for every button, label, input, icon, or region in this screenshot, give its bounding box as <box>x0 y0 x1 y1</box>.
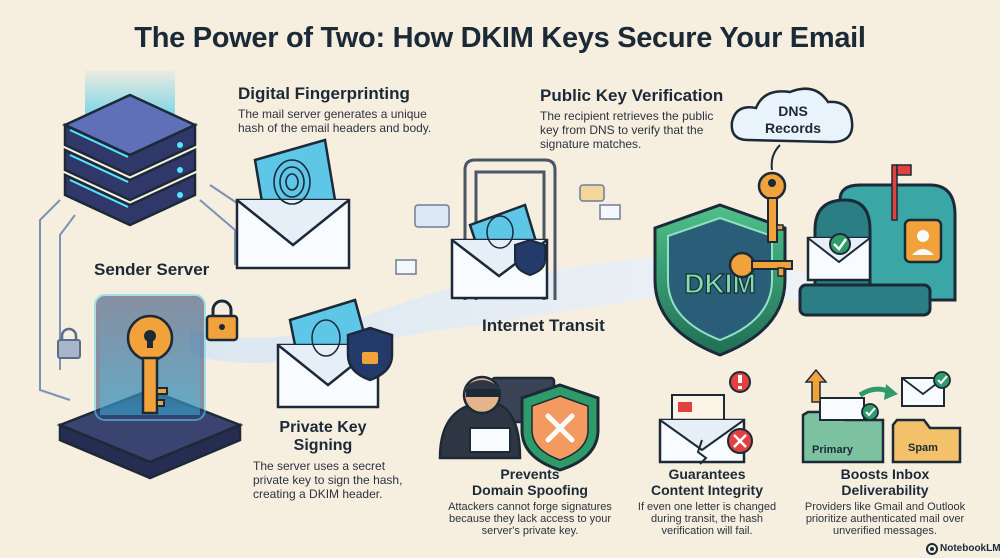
envelope-icon <box>235 138 351 270</box>
private-key-section: Private Key Signing The server uses a se… <box>253 419 423 501</box>
verification-text-line: The recipient retrieves the public <box>540 109 714 123</box>
verification-heading: Public Key Verification <box>540 86 724 105</box>
check-icon <box>829 233 851 255</box>
internet-transit-label: Internet Transit <box>482 316 605 335</box>
notebooklm-logo-icon <box>926 543 938 555</box>
fingerprinting-text-line: hash of the email headers and body. <box>238 121 432 135</box>
fingerprinting-heading: Digital Fingerprinting <box>238 84 410 103</box>
check-icon <box>933 371 951 389</box>
dns-label-line: Records <box>764 120 822 136</box>
verification-section: Public Key Verification The recipient re… <box>540 86 740 151</box>
benefit-text-line: verification will fail. <box>661 525 753 537</box>
private-key-text-line: The server uses a secret <box>253 459 386 473</box>
fingerprinting-section: Digital Fingerprinting The mail server g… <box>238 84 458 135</box>
shield-icon <box>346 326 394 382</box>
benefit-heading: Deliverability <box>841 482 929 498</box>
x-icon <box>545 413 575 443</box>
folder-icon <box>801 397 885 464</box>
benefit-heading: Prevents <box>500 466 560 482</box>
benefit-heading: Content Integrity <box>651 482 763 498</box>
shield-icon <box>653 203 787 357</box>
dns-records-label: DNS Records <box>745 103 841 137</box>
benefit-text-line: because they lack access to your <box>448 513 612 525</box>
private-key-text-line: creating a DKIM header. <box>253 487 383 501</box>
dns-key-string <box>770 144 781 171</box>
key-icon <box>757 171 787 243</box>
dns-label-line: DNS <box>778 103 808 119</box>
envelope-icon <box>658 394 746 465</box>
folder-icon <box>891 418 962 464</box>
page-title: The Power of Two: How DKIM Keys Secure Y… <box>134 22 866 54</box>
lock-icon <box>57 327 81 359</box>
benefit-heading: Boosts Inbox <box>840 466 930 482</box>
envelope-icon <box>450 203 549 300</box>
spam-folder-label: Spam <box>908 442 938 454</box>
benefit-heading: Domain Spoofing <box>472 482 588 498</box>
verification-text-line: key from DNS to verify that the <box>540 123 704 137</box>
benefit-text-line: Attackers cannot forge signatures <box>448 501 612 513</box>
benefit-text-line: Providers like Gmail and Outlook <box>804 501 966 513</box>
benefit-spoofing: Prevents Domain Spoofing Attackers canno… <box>430 466 630 537</box>
benefit-text-line: If even one letter is changed <box>637 501 777 513</box>
benefit-text-line: during transit, the hash <box>651 513 763 525</box>
private-key-heading: Signing <box>293 437 353 454</box>
private-key-text-line: private key to sign the hash, <box>253 473 403 487</box>
lock-icon <box>205 299 239 342</box>
key-icon <box>728 251 793 279</box>
sender-server-label: Sender Server <box>94 260 210 279</box>
primary-folder-label: Primary <box>812 444 853 456</box>
server-icon <box>62 93 198 227</box>
cloud-icon <box>730 87 854 144</box>
benefit-text-line: unverified messages. <box>833 525 937 537</box>
arrow-up-icon <box>804 368 828 403</box>
floating-messages <box>395 184 621 275</box>
key-icon <box>126 314 174 415</box>
benefit-text-line: prioritize authenticated mail over <box>805 513 965 525</box>
alert-icon <box>729 371 751 393</box>
arrow-curve-icon <box>858 384 898 400</box>
verification-text-line: signature matches. <box>540 137 642 151</box>
circuit-lines <box>39 184 256 401</box>
shield-dkim-text: DKIM <box>684 268 756 299</box>
benefit-heading: Guarantees <box>668 466 746 482</box>
notebooklm-footer: NotebookLM <box>940 543 1000 554</box>
x-icon <box>727 428 753 454</box>
check-icon <box>861 403 879 421</box>
private-key-heading: Private Key <box>279 419 367 436</box>
benefit-deliverability: Boosts Inbox Deliverability Providers li… <box>790 466 980 537</box>
benefit-text-line: server's private key. <box>481 525 579 537</box>
fingerprinting-text-line: The mail server generates a unique <box>238 107 427 121</box>
benefit-integrity: Guarantees Content Integrity If even one… <box>612 466 802 537</box>
fingerprint-icon <box>273 159 311 205</box>
